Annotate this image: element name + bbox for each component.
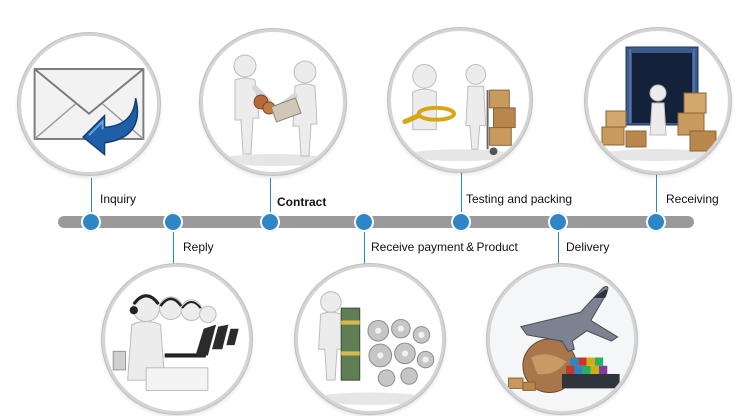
call-center-figures-icon: [112, 294, 239, 391]
envelope-reply-icon: [33, 68, 145, 157]
label-payment: Receive payment & Product: [371, 240, 518, 254]
connector-reply: [173, 222, 174, 264]
connector-payment: [364, 222, 365, 264]
handshake-contract-figures-icon: [217, 54, 329, 166]
node-inquiry: [81, 212, 101, 232]
node-contract: [260, 212, 280, 232]
timeline-bar: [58, 216, 694, 228]
label-contract: Contract: [277, 195, 327, 209]
connector-testing: [461, 164, 462, 222]
photo-receiving: [585, 28, 731, 174]
photo-testing: [388, 28, 532, 172]
node-delivery: [548, 212, 568, 232]
photo-payment: [295, 264, 445, 414]
node-receiving: [646, 212, 666, 232]
container-boxes-icon: [600, 46, 717, 161]
label-inquiry: Inquiry: [100, 192, 137, 206]
node-payment: [354, 212, 374, 232]
connector-contract: [270, 178, 271, 222]
node-reply: [163, 212, 183, 232]
money-and-gears-icon: [312, 291, 435, 405]
connector-receiving: [656, 164, 657, 222]
label-receiving: Receiving: [666, 192, 719, 206]
label-reply: Reply: [183, 240, 214, 254]
photo-contract: [200, 29, 346, 175]
plane-ship-globe-icon: [490, 267, 634, 411]
label-testing: Testing and packing: [466, 192, 573, 206]
node-testing: [451, 212, 471, 232]
label-delivery: Delivery: [566, 240, 610, 254]
connector-delivery: [558, 222, 559, 264]
photo-inquiry: [18, 33, 160, 175]
photo-delivery: [487, 264, 637, 414]
magnifier-and-boxes-icon: [402, 64, 516, 162]
photo-reply: [102, 264, 252, 414]
connector-inquiry: [91, 178, 92, 222]
